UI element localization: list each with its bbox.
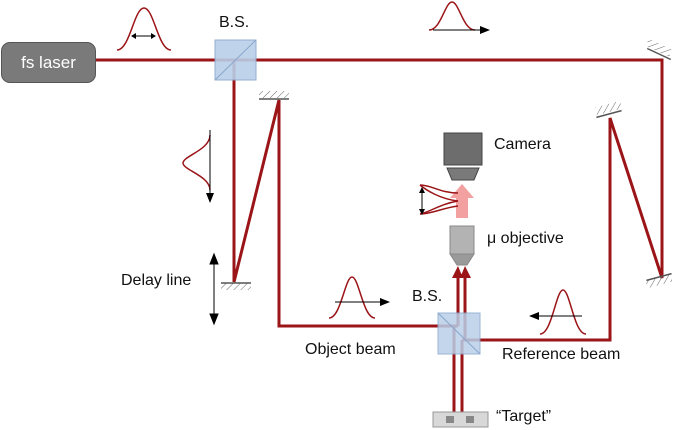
camera-label: Camera bbox=[494, 136, 551, 153]
delay-line-label: Delay line bbox=[121, 272, 192, 289]
pulse-top-right bbox=[428, 1, 490, 34]
mirror-delay-bottom bbox=[221, 282, 251, 290]
image-beam-arrow bbox=[450, 184, 474, 218]
beam-arrowheads bbox=[452, 266, 471, 278]
beam-arrowhead-left bbox=[452, 266, 463, 278]
mirror-right-upper bbox=[594, 100, 623, 119]
object-beam-label: Object beam bbox=[305, 341, 396, 358]
objective-icon bbox=[449, 225, 475, 266]
beam-splitter-top-label: B.S. bbox=[219, 14, 250, 31]
pulse-reference-beam bbox=[529, 289, 587, 335]
target-label: “Target” bbox=[496, 408, 552, 425]
beam-splitter-bottom bbox=[437, 312, 481, 355]
beam-splitter-top bbox=[214, 39, 257, 81]
pulse-vertical-down bbox=[182, 130, 214, 203]
mirror-delay-top bbox=[259, 91, 289, 100]
beam-arrowhead-right bbox=[460, 266, 471, 278]
pulse-laser-output bbox=[116, 7, 172, 51]
camera-icon bbox=[443, 132, 483, 181]
fs-laser: fs laser bbox=[1, 42, 96, 83]
object-beam-path bbox=[232, 60, 458, 328]
delay-line-arrow bbox=[209, 252, 219, 326]
pulse-object-beam bbox=[328, 276, 390, 319]
fs-laser-label: fs laser bbox=[21, 52, 76, 72]
beam-splitter-bottom-label: B.S. bbox=[412, 288, 443, 305]
objective-label: μ objective bbox=[487, 230, 564, 247]
interference-pulses bbox=[419, 184, 459, 215]
reference-beam-label: Reference beam bbox=[502, 346, 621, 363]
mirror-top-right bbox=[645, 38, 673, 61]
mirror-right-lower bbox=[645, 272, 673, 289]
main-beam bbox=[95, 58, 664, 342]
target-icon bbox=[432, 411, 489, 428]
